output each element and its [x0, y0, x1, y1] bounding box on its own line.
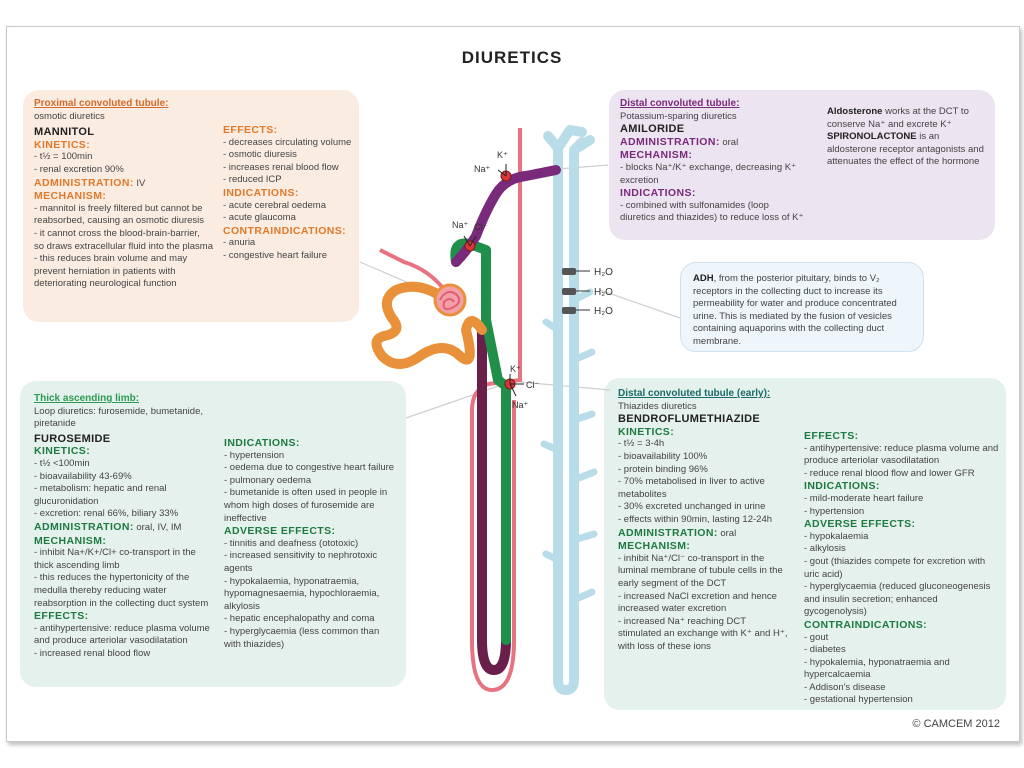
copyright: © CAMCEM 2012: [912, 718, 1000, 730]
dct-transporter-icon: [498, 164, 511, 181]
k-ion-label: K⁺: [497, 150, 508, 160]
na-ion-label: Na⁺: [452, 220, 469, 230]
na-ion-label: Na⁺: [474, 164, 491, 174]
na-ion-label: Na⁺: [512, 400, 529, 410]
cl-ion-label: Cl⁻: [526, 380, 539, 390]
collecting-duct: [548, 130, 590, 690]
k-ion-label: K⁺: [510, 364, 521, 374]
tal-callout-line: [406, 382, 510, 418]
cl-ion-label: Cl⁻: [474, 222, 487, 232]
water-label: H₂O: [594, 306, 613, 317]
water-label: H₂O: [594, 287, 613, 298]
water-label: H₂O: [594, 267, 613, 278]
